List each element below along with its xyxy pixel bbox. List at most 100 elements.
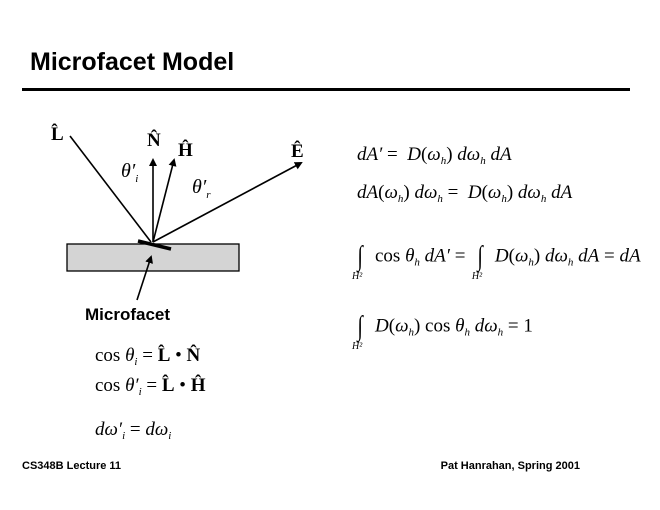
title-divider: [22, 88, 630, 91]
eq-subscript: h: [464, 326, 470, 339]
light-vector: [69, 135, 152, 243]
label-N: N̂: [147, 130, 161, 151]
eq-subscript: h: [414, 256, 420, 269]
eq-subscript: h: [397, 193, 404, 205]
eq-term: dω: [544, 245, 568, 267]
theta-symbol: θ′: [121, 160, 136, 182]
eq-term: θ: [455, 315, 465, 337]
eq-term: •: [174, 375, 191, 396]
theta-i-label: θ′i: [121, 160, 138, 185]
surface: [66, 243, 240, 272]
eq-term: ω: [427, 144, 441, 165]
equation: dω′i = dωi: [95, 419, 171, 442]
eq-term: =: [137, 345, 158, 366]
eq-subscript: h: [497, 326, 504, 339]
eq-term: ): [533, 245, 545, 267]
eq-term: cos: [375, 245, 406, 267]
theta-subscript: r: [206, 189, 211, 201]
eq-term: D: [494, 245, 509, 267]
eq-term: cos: [95, 345, 126, 366]
eq-term: cos: [95, 375, 126, 396]
eq-term: dA: [551, 182, 573, 203]
eq-term: ): [506, 182, 518, 203]
integral-domain: H²: [352, 271, 363, 282]
eq-term: ω: [487, 182, 502, 203]
eq-term: ) cos: [413, 315, 456, 337]
equation: dA(ωh) dωh = D(ωh) dωh dA: [357, 182, 572, 205]
eq-term: = 1: [503, 315, 533, 337]
footer-author: Pat Hanrahan, Spring 2001: [440, 460, 580, 472]
eq-term: dA′: [357, 144, 383, 165]
eye-vector: [152, 162, 303, 243]
eq-subscript: h: [567, 256, 574, 269]
equation: cos θi = L̂ • N̂: [95, 345, 200, 368]
eq-term: (: [508, 245, 515, 267]
eq-term: D: [407, 144, 421, 165]
eq-term: dA: [619, 245, 641, 267]
eq-term: =: [449, 245, 475, 267]
integral-symbol: ∫: [477, 241, 483, 272]
theta-symbol: θ′: [192, 176, 207, 198]
eq-term: (: [388, 315, 396, 337]
eq-term: ω: [514, 245, 529, 267]
eq-term: =: [382, 144, 408, 165]
half-vector: [152, 158, 177, 243]
eq-term: dA: [357, 182, 379, 203]
eq-subscript: h: [480, 155, 486, 167]
integral-sign: ∫H²: [472, 241, 491, 283]
integral-domain: H²: [352, 341, 363, 352]
eq-term: L̂: [157, 345, 171, 366]
eq-term: =: [141, 375, 162, 396]
footer-course: CS348B Lecture 11: [22, 460, 122, 472]
eq-term: •: [170, 345, 187, 366]
eq-term: dω: [457, 144, 481, 165]
eq-subscript: i: [134, 356, 138, 368]
eq-term: θ′: [125, 375, 139, 396]
eq-term: dω: [474, 315, 498, 337]
label-H: Ĥ: [178, 140, 193, 161]
eq-term: dω: [414, 182, 438, 203]
eq-subscript: h: [540, 193, 547, 205]
eq-term: θ: [125, 345, 135, 366]
microfacet-label: Microfacet: [85, 305, 171, 324]
integral-symbol: ∫: [357, 311, 363, 342]
eq-term: dA′: [424, 245, 450, 267]
eq-term: dω: [517, 182, 541, 203]
eq-subscript: h: [440, 155, 447, 167]
label-E: Ê: [291, 141, 304, 162]
eq-subscript: i: [122, 430, 126, 442]
theta-subscript: i: [135, 173, 139, 185]
slide-title: Microfacet Model: [30, 48, 235, 76]
eq-term: Ĥ: [190, 375, 206, 396]
eq-term: ω: [395, 315, 409, 337]
eq-term: =: [599, 245, 620, 267]
eq-subscript: i: [168, 430, 172, 442]
integral-sign: ∫H²: [352, 241, 371, 283]
eq-term: dA: [490, 144, 512, 165]
eq-term: θ: [405, 245, 415, 267]
eq-term: ): [446, 144, 458, 165]
eq-subscript: i: [138, 386, 142, 398]
integral-symbol: ∫: [357, 241, 363, 272]
equation: dA′ = D(ωh) dωh dA: [357, 144, 512, 167]
eq-term: dA: [578, 245, 600, 267]
eq-term: L̂: [161, 375, 175, 396]
eq-term: ω: [384, 182, 398, 203]
theta-r-label: θ′r: [192, 176, 210, 201]
eq-subscript: h: [408, 326, 414, 339]
eq-term: ): [403, 182, 415, 203]
eq-subscript: h: [437, 193, 443, 205]
eq-term: D: [467, 182, 482, 203]
eq-term: dω′: [95, 419, 123, 440]
integral-sign: ∫H²: [352, 311, 371, 353]
label-L: L̂: [51, 124, 64, 145]
eq-subscript: h: [528, 256, 534, 269]
eq-term: D: [375, 315, 389, 337]
eq-term: dω: [145, 419, 169, 440]
microfacet-segment: [137, 239, 172, 251]
eq-term: (: [378, 182, 385, 203]
eq-term: (: [481, 182, 488, 203]
